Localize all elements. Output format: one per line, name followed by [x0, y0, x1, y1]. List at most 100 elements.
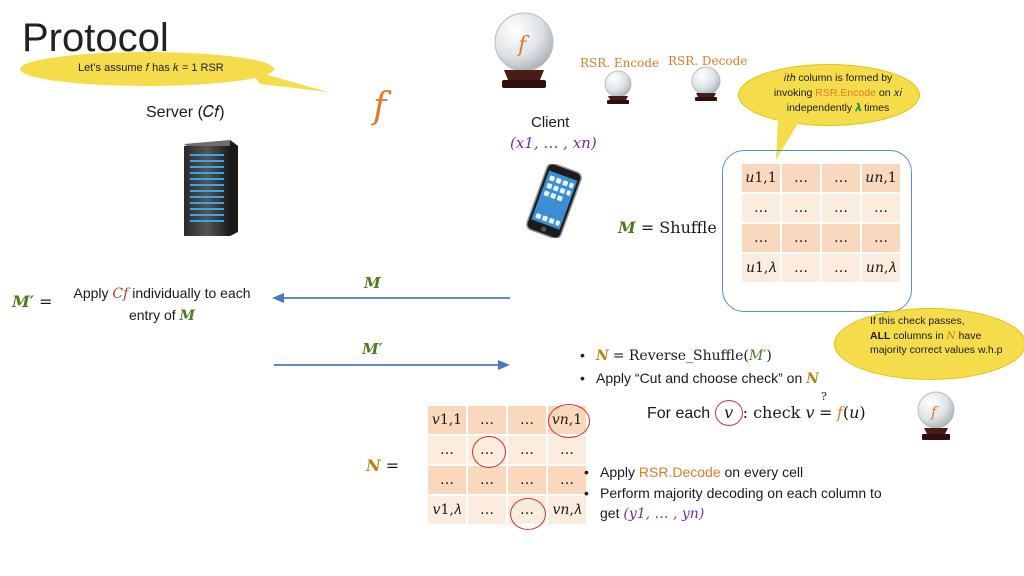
apply-cf-text: Apply 𝐶𝑓 individually to each entry of 𝑴	[72, 283, 252, 327]
foreach-a: For each	[647, 405, 711, 422]
arrow-m-label: 𝑴	[364, 274, 381, 292]
matrix-u-cell: …	[820, 192, 862, 224]
ith-column-part3: 𝑥𝑖 independently	[786, 87, 903, 114]
server-label: Server (𝐶𝑓)	[146, 104, 225, 121]
circle-cell-4-3	[510, 498, 546, 530]
matrix-u-cell: …	[780, 222, 822, 254]
step2-n: 𝑵	[806, 371, 819, 387]
assume-callout-tail	[250, 70, 328, 92]
check-all: ALL	[870, 329, 891, 342]
rsr-decode-label: RSR. Decode	[668, 54, 748, 68]
shuffle-m: 𝑴	[618, 218, 636, 237]
matrix-v-cell: …	[546, 434, 588, 466]
matrix-v-cell: …	[506, 434, 548, 466]
matrix-u-cell: …	[860, 192, 902, 224]
step1-mprime: 𝑀′	[748, 348, 767, 364]
ith-column-part2: on	[878, 87, 891, 99]
matrix-u-cell: …	[820, 162, 862, 194]
foreach-b: : check 𝑣	[742, 403, 815, 422]
matrix-v-cell: …	[466, 494, 508, 526]
matrix-u-bracket	[722, 150, 912, 312]
step1-rest: = Reverse_Shuffle(	[612, 348, 749, 364]
crystal-ball-encode-icon	[604, 70, 632, 104]
check-line1: If this check passes,	[870, 315, 965, 327]
crystal-ball-check-icon: f	[917, 391, 955, 440]
matrix-u-cell: …	[780, 192, 822, 224]
check-passes-text: If this check passes, ALL columns in 𝑁 h…	[870, 314, 1010, 358]
matrix-v-row: …………	[426, 464, 588, 496]
check-line3: have majority correct values w.h.p	[870, 329, 1003, 357]
apply-cf-m: 𝑴	[179, 308, 196, 324]
decode1-rsr: RSR.Decode	[638, 464, 721, 480]
foreach-u: (𝑢)	[842, 403, 866, 422]
check-n: 𝑁	[946, 329, 956, 342]
matrix-v-cell: …	[506, 404, 548, 436]
n-symbol: 𝑵	[366, 456, 381, 475]
ith-column-part1: 𝑖𝑡ℎ column is formed by invoking	[773, 72, 893, 99]
svg-text:f: f	[930, 403, 939, 421]
matrix-v-row: …………	[426, 434, 588, 466]
n-equals: =	[385, 456, 400, 475]
matrix-u-cell: …	[820, 222, 862, 254]
foreach-v-circled: 𝑣	[714, 400, 743, 426]
matrix-v-cell: …	[466, 404, 508, 436]
client-step-reverse-shuffle: 𝑵 = Reverse_Shuffle(𝑀′)	[578, 344, 819, 367]
matrix-v-cell: …	[506, 464, 548, 496]
foreach-question: ?	[821, 390, 827, 403]
n-equation: 𝑵 =	[366, 456, 399, 475]
foreach-f: 𝑓	[836, 403, 843, 422]
matrix-u-cell: …	[780, 252, 822, 284]
mprime-equation: 𝑴′ =	[12, 292, 52, 311]
matrix-u-row: 𝑢1,𝜆……𝑢𝑛,𝜆	[740, 252, 902, 284]
step2-text: Apply “Cut and choose check” on	[596, 370, 803, 386]
assume-callout	[20, 52, 274, 86]
client-label: Client	[531, 114, 570, 131]
matrix-u-cell: …	[820, 252, 862, 284]
shuffle-label: 𝑴 = Shuffle	[618, 218, 717, 237]
rsr-encode-label: RSR. Encode	[580, 56, 660, 70]
apply-cf-b: individually to each entry of	[128, 285, 251, 323]
circle-cell-2-2	[472, 436, 506, 468]
function-f-symbol: 𝑓	[373, 86, 387, 127]
foreach-eq: =	[819, 403, 833, 422]
decode-steps-list: Apply RSR.Decode on every cell Perform m…	[582, 462, 882, 525]
matrix-u: 𝑢1,1……𝑢𝑛,1……………………𝑢1,𝜆……𝑢𝑛,𝜆	[740, 162, 902, 284]
matrix-v-row: 𝑣1,𝜆……𝑣𝑛,𝜆	[426, 494, 588, 526]
check-line2: columns in	[893, 329, 944, 342]
client-step-cut-choose: Apply “Cut and choose check” on 𝑵	[578, 367, 819, 390]
circle-vn1	[548, 404, 590, 438]
arrow-mprime-label: 𝑴′	[362, 340, 383, 358]
matrix-u-cell: …	[740, 192, 782, 224]
matrix-v-cell: 𝑣1,𝜆	[426, 494, 468, 526]
matrix-v-cell: 𝑣1,1	[426, 404, 468, 436]
check-passes-callout	[834, 308, 1024, 380]
matrix-u-row: …………	[740, 192, 902, 224]
matrix-u-cell: …	[860, 222, 902, 254]
matrix-u-cell: 𝑢1,1	[740, 162, 782, 194]
matrix-v-cell: …	[466, 464, 508, 496]
server-icon	[184, 140, 238, 236]
decode2-text: Perform majority decoding on each column…	[600, 484, 882, 522]
matrix-u-row: 𝑢1,1……𝑢𝑛,1	[740, 162, 902, 194]
matrix-v-cell: …	[426, 464, 468, 496]
matrix-v-cell: …	[426, 434, 468, 466]
decode-step-majority: Perform majority decoding on each column…	[582, 483, 882, 525]
matrix-u-row: …………	[740, 222, 902, 254]
ith-column-callout	[738, 64, 920, 126]
arrow-to-client	[274, 360, 510, 370]
matrix-u-cell: 𝑢𝑛,1	[860, 162, 902, 194]
ith-column-part4: times	[864, 102, 890, 114]
client-variables: (𝑥1, … , 𝑥𝑛)	[510, 134, 597, 152]
matrix-u-cell: …	[780, 162, 822, 194]
mprime-symbol: 𝑴′	[12, 292, 34, 311]
assume-text: Let’s assume 𝑓 has 𝑘 = 1 RSR	[78, 62, 224, 74]
decode1-b: on every cell	[724, 464, 804, 480]
apply-cf-symbol: 𝐶𝑓	[112, 286, 129, 302]
crystal-ball-f-icon: f	[494, 12, 554, 88]
crystal-ball-decode-icon	[691, 66, 721, 101]
foreach-eq-wrap: ? =	[819, 390, 833, 423]
client-steps-list: 𝑵 = Reverse_Shuffle(𝑀′) Apply “Cut and c…	[578, 344, 819, 390]
smartphone-icon	[526, 164, 582, 238]
ith-column-lambda: 𝝀	[855, 102, 862, 114]
